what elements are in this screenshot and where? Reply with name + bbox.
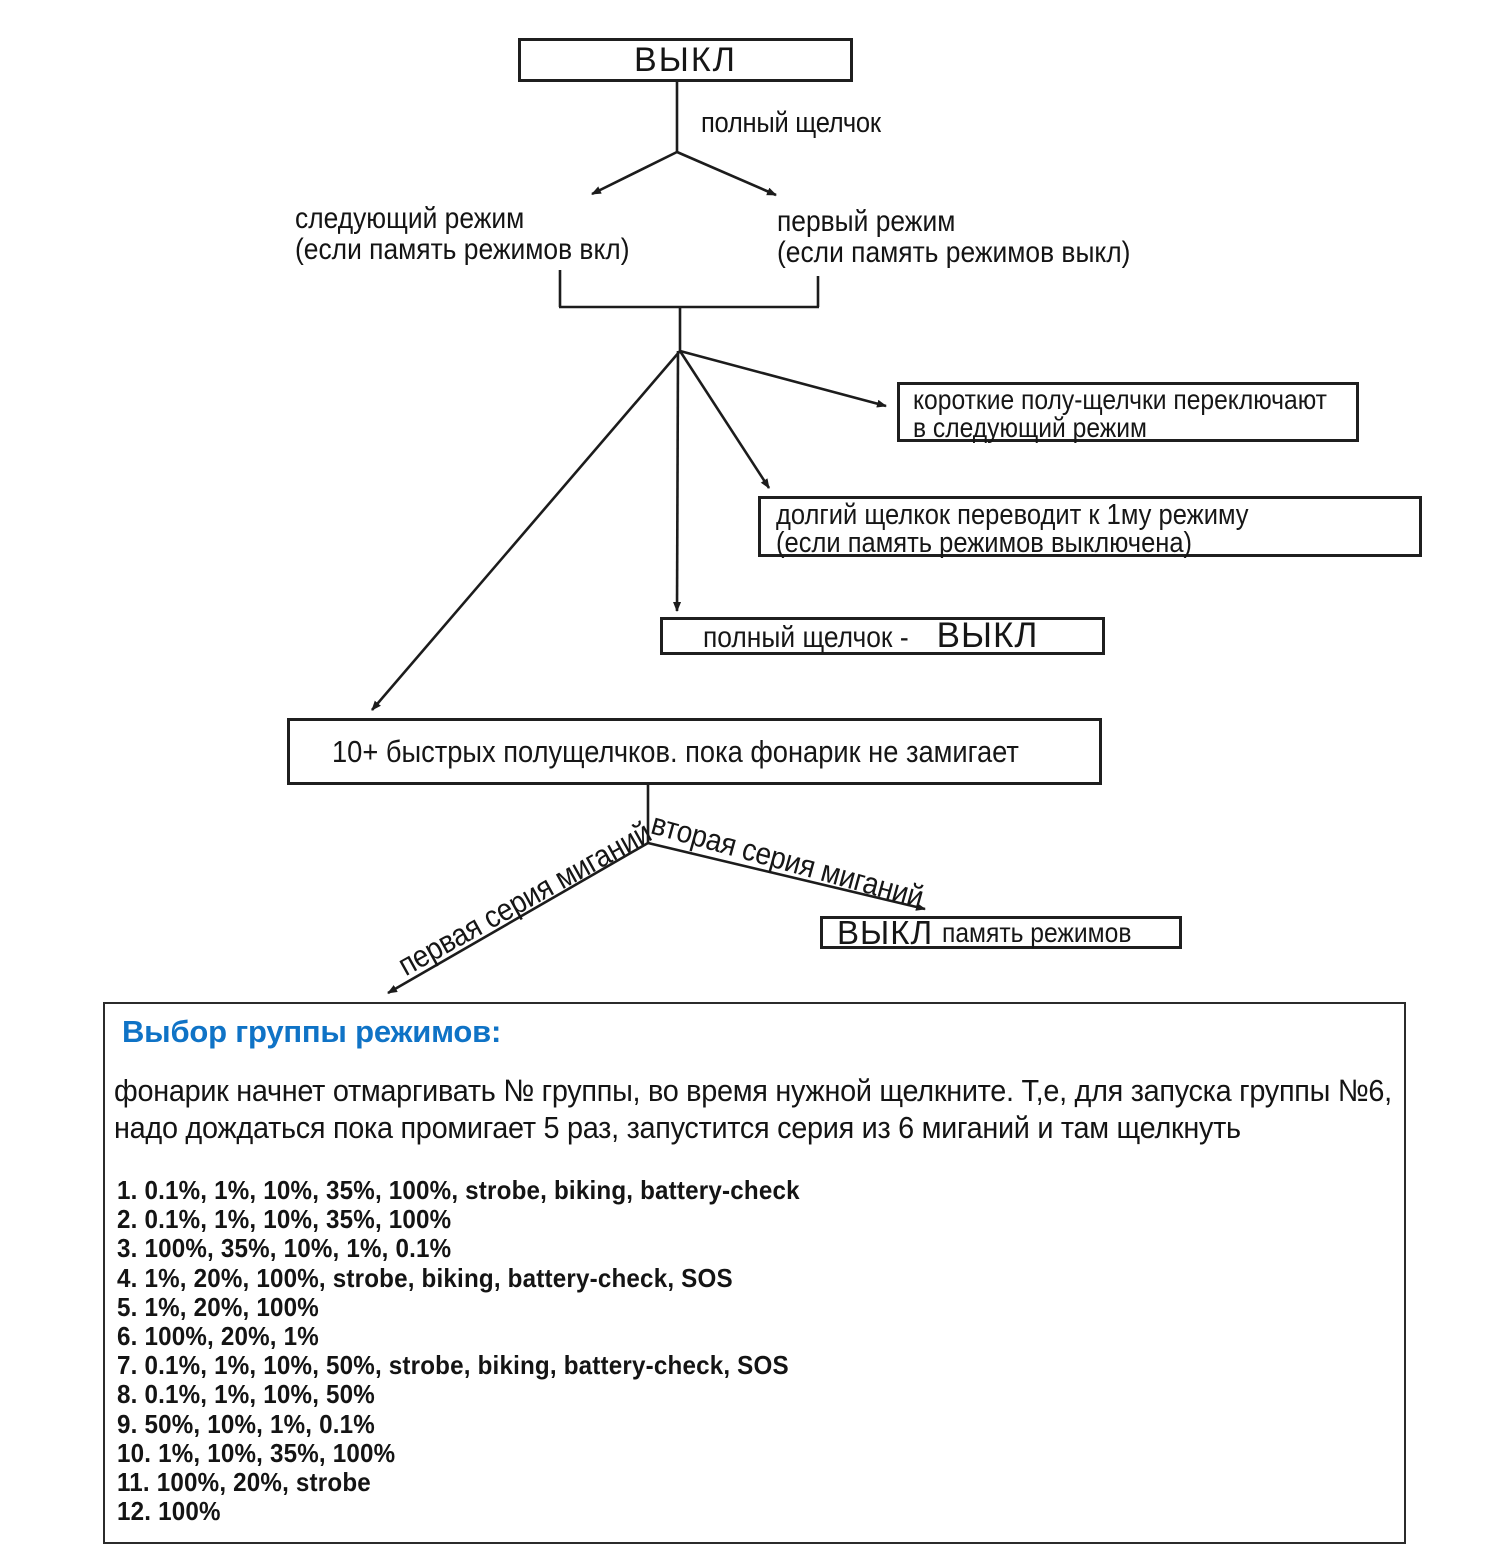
- mode-group-item: 4. 1%, 20%, 100%, strobe, biking, batter…: [117, 1262, 733, 1293]
- arrow-to-full-click-off: [673, 350, 682, 612]
- arrow-to-ten-halfclicks: [371, 350, 681, 711]
- mode-group-item: 9. 50%, 10%, 1%, 0.1%: [117, 1408, 375, 1439]
- group-selection-box: [103, 1002, 1406, 1544]
- mode-groups-list: 1. 0.1%, 1%, 10%, 35%, 100%, strobe, bik…: [117, 1175, 851, 1527]
- off-memory-rest: память режимов: [942, 916, 1132, 948]
- group-selection-title: Выбор группы режимов:: [122, 1014, 502, 1049]
- mode-group-item: 12. 100%: [117, 1496, 221, 1527]
- first-mode-label: первый режим (если память режимов выкл): [777, 205, 1131, 269]
- off-state-box: ВЫКЛ: [518, 38, 853, 82]
- long-click-box: долгий щелкок переводит к 1му режиму (ес…: [758, 496, 1422, 558]
- ten-halfclicks-label: 10+ быстрых полущелчков. пока фонарик не…: [332, 733, 1019, 769]
- full-click-off-text: полный щелчок -: [703, 621, 909, 654]
- mode-group-item: 7. 0.1%, 1%, 10%, 50%, strobe, biking, b…: [117, 1350, 789, 1381]
- mode-group-item: 6. 100%, 20%, 1%: [117, 1321, 319, 1352]
- next-mode-label: следующий режим (если память режимов вкл…: [295, 202, 630, 266]
- arrow-to-short-halfclicks: [679, 349, 887, 408]
- arrow-to-first-mode: [676, 150, 777, 197]
- mode-group-item: 11. 100%, 20%, strobe: [117, 1467, 371, 1498]
- group-selection-description: фонарик начнет отмаргивать № группы, во …: [114, 1073, 1392, 1145]
- arrow-first-series: [387, 841, 649, 995]
- off-state-label: ВЫКЛ: [634, 40, 737, 79]
- full-click-label: полный щелчок: [701, 107, 881, 139]
- arrow-second-series: [647, 841, 926, 911]
- ten-halfclicks-box: 10+ быстрых полущелчков. пока фонарик не…: [287, 718, 1102, 785]
- arrow-to-next-mode: [591, 150, 678, 196]
- short-halfclicks-box: короткие полу-щелчки переключают в следу…: [897, 382, 1359, 442]
- off-memory-big: ВЫКЛ: [837, 913, 934, 951]
- mode-group-item: 1. 0.1%, 1%, 10%, 35%, 100%, strobe, bik…: [117, 1175, 800, 1205]
- full-click-off-box: полный щелчок - ВЫКЛ: [660, 616, 1105, 655]
- mode-group-item: 3. 100%, 35%, 10%, 1%, 0.1%: [117, 1233, 452, 1264]
- mode-group-item: 8. 0.1%, 1%, 10%, 50%: [117, 1379, 375, 1410]
- off-memory-box: ВЫКЛ память режимов: [820, 913, 1182, 951]
- arrow-to-long-click: [678, 350, 771, 489]
- full-click-off-big: ВЫКЛ: [936, 616, 1039, 655]
- mode-group-item: 2. 0.1%, 1%, 10%, 35%, 100%: [117, 1204, 452, 1235]
- mode-group-item: 10. 1%, 10%, 35%, 100%: [117, 1437, 396, 1468]
- mode-group-item: 5. 1%, 20%, 100%: [117, 1291, 319, 1322]
